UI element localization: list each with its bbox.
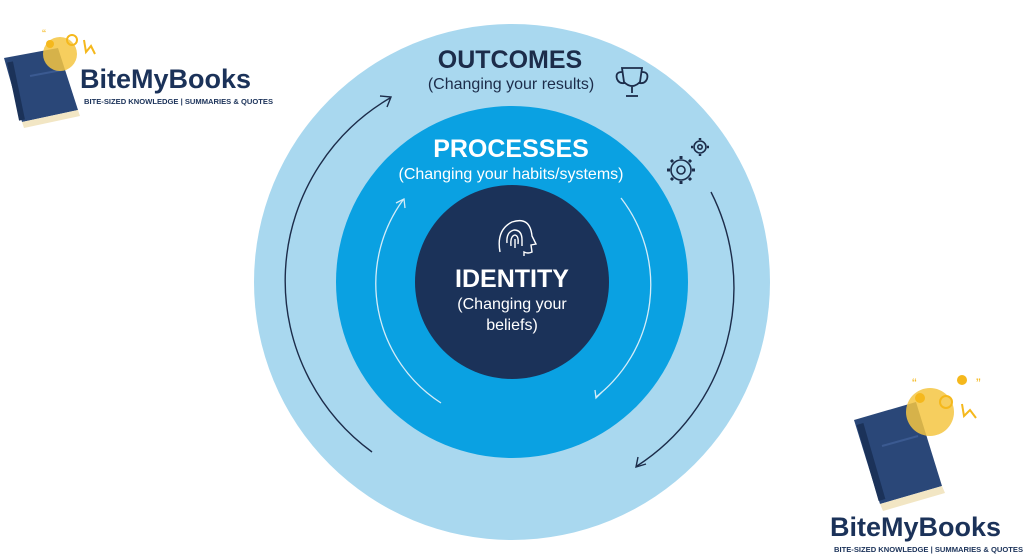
brand-name: BiteMyBooks xyxy=(80,64,251,94)
inner-arrow-left-up xyxy=(375,198,442,404)
identity-subtitle-line2: beliefs) xyxy=(486,317,538,334)
inner-arrow-right-down xyxy=(594,197,652,400)
head-fingerprint-icon xyxy=(498,219,538,256)
brand-tagline: BITE-SIZED KNOWLEDGE | SUMMARIES & QUOTE… xyxy=(84,97,273,106)
brand-name: BiteMyBooks xyxy=(830,512,1001,542)
identity-core xyxy=(415,185,609,379)
identity-subtitle-line1: (Changing your xyxy=(457,296,567,313)
outcomes-title: OUTCOMES xyxy=(438,46,582,74)
processes-title: PROCESSES xyxy=(433,135,589,163)
svg-text:“: “ xyxy=(912,375,917,391)
gears-icon xyxy=(667,138,709,184)
brand-tagline: BITE-SIZED KNOWLEDGE | SUMMARIES & QUOTE… xyxy=(834,545,1023,554)
svg-text:“: “ xyxy=(42,27,46,41)
outer-arrow-right-down xyxy=(635,191,735,469)
processes-subtitle: (Changing your habits/systems) xyxy=(399,166,624,183)
brain-ideas-icon: “ xyxy=(42,27,96,71)
svg-text:”: ” xyxy=(976,375,981,391)
identity-title: IDENTITY xyxy=(455,265,569,293)
logo-bottom-right: ” “ BiteMyBooks BITE-SIZED KNOWLEDGE | S… xyxy=(830,375,1023,554)
outcomes-subtitle: (Changing your results) xyxy=(428,76,594,93)
outer-arrow-left-up xyxy=(284,95,392,453)
trophy-icon xyxy=(615,67,649,97)
brain-ideas-icon: ” “ xyxy=(906,375,981,436)
logo-top-left: “ BiteMyBooks BITE-SIZED KNOWLEDGE | SUM… xyxy=(4,27,273,128)
